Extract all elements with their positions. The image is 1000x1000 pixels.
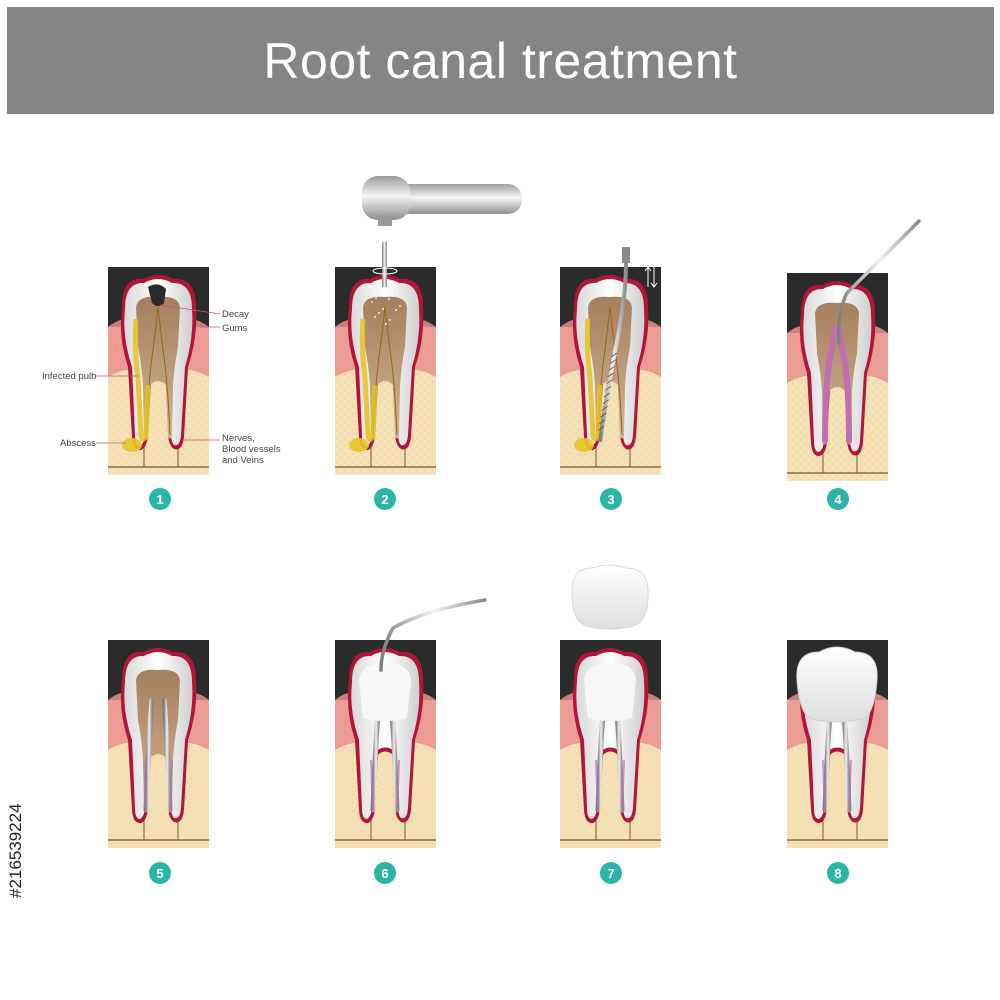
stock-id: #216539224 <box>6 803 25 898</box>
title-bar: Root canal treatment <box>7 7 994 114</box>
tooth-illustration-4 <box>787 219 921 481</box>
label-gums: Gums <box>222 323 248 334</box>
step-badge-7: 7 <box>600 862 622 884</box>
tooth-illustration-6 <box>335 598 487 848</box>
tooth-panel-3 <box>560 247 661 475</box>
tooth-panel-1 <box>108 267 209 475</box>
tooth-panel-6 <box>335 598 487 848</box>
tooth-illustration-7 <box>560 640 661 848</box>
step-badge-5: 5 <box>149 862 171 884</box>
label-abscess: Abscess <box>60 438 96 449</box>
label-decay: Decay <box>222 309 249 320</box>
label-nerves: Nerves, Blood vessels and Veins <box>222 433 281 466</box>
step-badge-8: 8 <box>827 862 849 884</box>
crown-cap <box>568 562 652 632</box>
dental-handpiece <box>362 172 532 242</box>
step-badge-2: 2 <box>374 488 396 510</box>
tooth-illustration-1 <box>108 267 209 475</box>
tooth-illustration-5 <box>108 640 209 848</box>
label-infected-pulp: Infected pulb <box>42 371 97 382</box>
step-badge-6: 6 <box>374 862 396 884</box>
tooth-illustration-2 <box>335 242 436 475</box>
tooth-illustration-3 <box>560 247 661 475</box>
page-title: Root canal treatment <box>263 32 738 89</box>
tooth-panel-8 <box>787 640 888 848</box>
step-badge-3: 3 <box>600 488 622 510</box>
tooth-panel-5 <box>108 640 209 848</box>
tooth-panel-7 <box>560 640 661 848</box>
tooth-panel-2 <box>335 242 436 475</box>
tooth-illustration-8 <box>787 640 888 848</box>
step-badge-4: 4 <box>827 488 849 510</box>
step-badge-1: 1 <box>149 488 171 510</box>
tooth-panel-4 <box>787 219 921 481</box>
